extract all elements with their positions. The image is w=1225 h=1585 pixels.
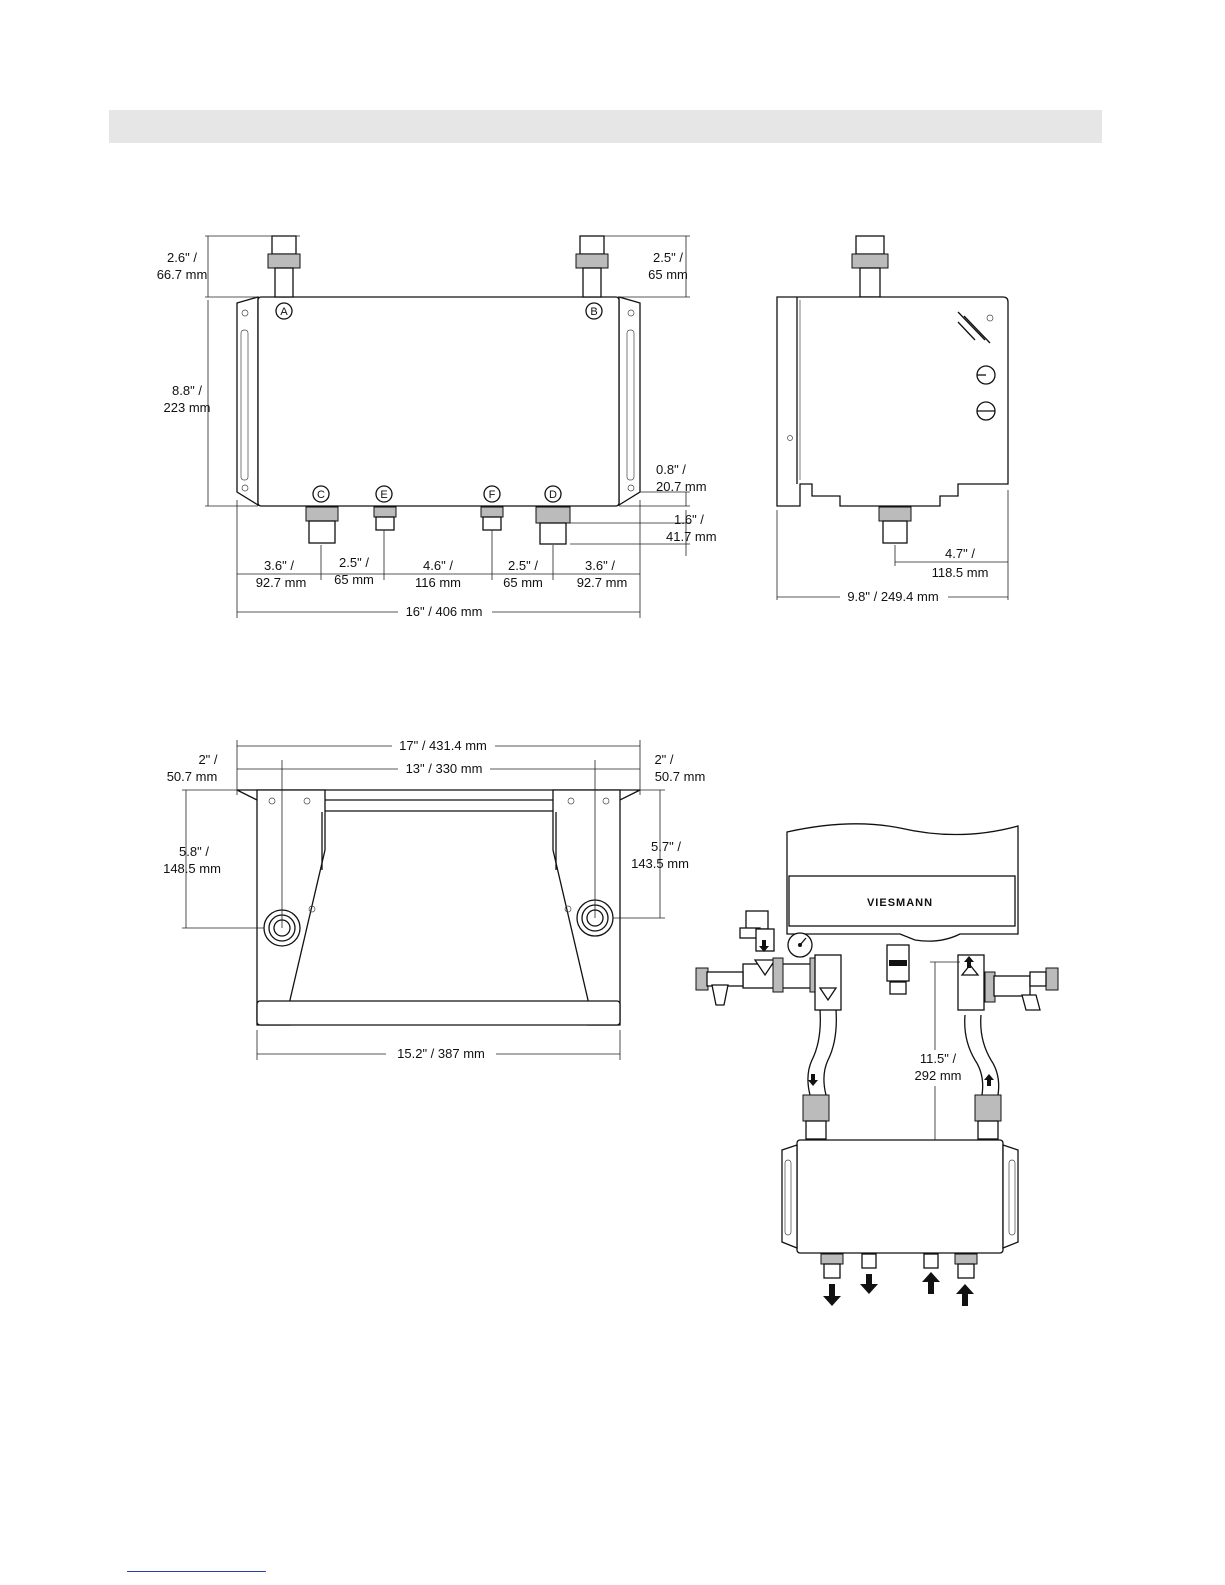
dim-install-spacing-1: 11.5" / (920, 1051, 957, 1066)
bracket-view: 17" / 431.4 mm 13" / 330 mm 2" / 50.7 mm… (163, 738, 705, 1062)
dim-seg1-2: 92.7 mm (256, 575, 307, 590)
outflow-arrow-2 (860, 1274, 878, 1294)
dim-bottom-fitting-2: 41.7 mm (666, 529, 717, 544)
dim-height-1: 8.8" / (172, 383, 202, 398)
dim-bracket-right-height-1: 5.7" / (651, 839, 681, 854)
connection-c-label: C (317, 489, 325, 501)
dim-seg3-1: 4.6" / (423, 558, 453, 573)
front-view: A B C E F D 2.6" / 66.7 m (157, 235, 717, 620)
dim-left-top-1: 2.6" / (167, 250, 197, 265)
dim-overall-width: 16" / 406 mm (406, 604, 483, 619)
dim-bracket-left-height-2: 148.5 mm (163, 861, 221, 876)
left-mounting-bracket (236, 296, 259, 507)
dim-bracket-left-1: 2" / (198, 752, 217, 767)
dim-seg3-2: 116 mm (415, 575, 461, 590)
side-view: 4.7" / 118.5 mm 9.8" / 249.4 mm (776, 235, 1009, 605)
dim-side-depth: 9.8" / 249.4 mm (847, 589, 938, 604)
front-body (257, 296, 620, 507)
side-body (776, 296, 1009, 507)
connection-e-label: E (380, 489, 387, 501)
dim-seg2-2: 65 mm (334, 572, 374, 587)
fitting-a (267, 235, 301, 298)
left-bracket-slot (240, 329, 249, 481)
bracket-bottom-bar (256, 1000, 621, 1026)
dim-right-top-2: 65 mm (648, 267, 688, 282)
dim-bottom-offset-1: 0.8" / (656, 462, 686, 477)
dim-bracket-bottom: 15.2" / 387 mm (397, 1046, 485, 1061)
connection-a-marker (275, 302, 293, 320)
dim-seg5-1: 3.6" / (585, 558, 615, 573)
dim-install-spacing-2: 292 mm (915, 1068, 962, 1083)
fitting-f (480, 506, 504, 531)
fitting-e (373, 506, 397, 531)
dim-bracket-right-1: 2" / (654, 752, 673, 767)
brand-logo: VIESMANN (867, 897, 933, 909)
connection-f-label: F (489, 489, 496, 501)
dim-side-fitting-2: 118.5 mm (932, 565, 989, 580)
connection-c-marker (312, 485, 330, 503)
right-mounting-bracket (618, 296, 641, 507)
fitting-b (575, 235, 609, 298)
connection-d-label: D (549, 489, 557, 501)
dim-bracket-right-2: 50.7 mm (655, 769, 706, 784)
dim-seg2-1: 2.5" / (339, 555, 369, 570)
connection-b-marker (585, 302, 603, 320)
footer-link-underline (127, 1571, 266, 1572)
right-hose (964, 1014, 984, 1096)
fitting-c (305, 506, 339, 544)
dim-bracket-right-height-2: 143.5 mm (631, 856, 689, 871)
inflow-arrow-2 (956, 1284, 974, 1306)
dim-seg4-2: 65 mm (503, 575, 543, 590)
fitting-d (535, 506, 571, 545)
right-bracket-slot (626, 329, 635, 481)
dim-bracket-overall: 17" / 431.4 mm (399, 738, 487, 753)
installation-view: VIESMANN (695, 823, 1059, 1306)
connection-f-marker (483, 485, 501, 503)
dim-seg4-1: 2.5" / (508, 558, 538, 573)
section-header-band (109, 110, 1102, 143)
dim-bracket-left-2: 50.7 mm (167, 769, 218, 784)
dim-side-fitting-1: 4.7" / (945, 546, 975, 561)
dim-seg5-2: 92.7 mm (577, 575, 628, 590)
upper-unit-front-panel (788, 875, 1016, 927)
connection-a-label: A (280, 306, 288, 318)
dim-height-2: 223 mm (164, 400, 211, 415)
lower-unit-body (796, 1139, 1004, 1254)
dim-bracket-left-height-1: 5.8" / (179, 844, 209, 859)
dim-bottom-fitting-1: 1.6" / (674, 512, 704, 527)
left-hose (807, 1009, 821, 1096)
connection-b-label: B (590, 306, 597, 318)
bracket-left-arm (256, 789, 326, 1026)
connection-d-marker (544, 485, 562, 503)
dim-seg1-1: 3.6" / (264, 558, 294, 573)
inflow-arrow-1 (922, 1272, 940, 1294)
dim-left-top-2: 66.7 mm (157, 267, 208, 282)
dim-bracket-inner: 13" / 330 mm (406, 761, 483, 776)
dim-right-top-1: 2.5" / (653, 250, 683, 265)
dim-bottom-offset-2: 20.7 mm (656, 479, 707, 494)
outflow-arrow-1 (823, 1284, 841, 1306)
connection-e-marker (375, 485, 393, 503)
